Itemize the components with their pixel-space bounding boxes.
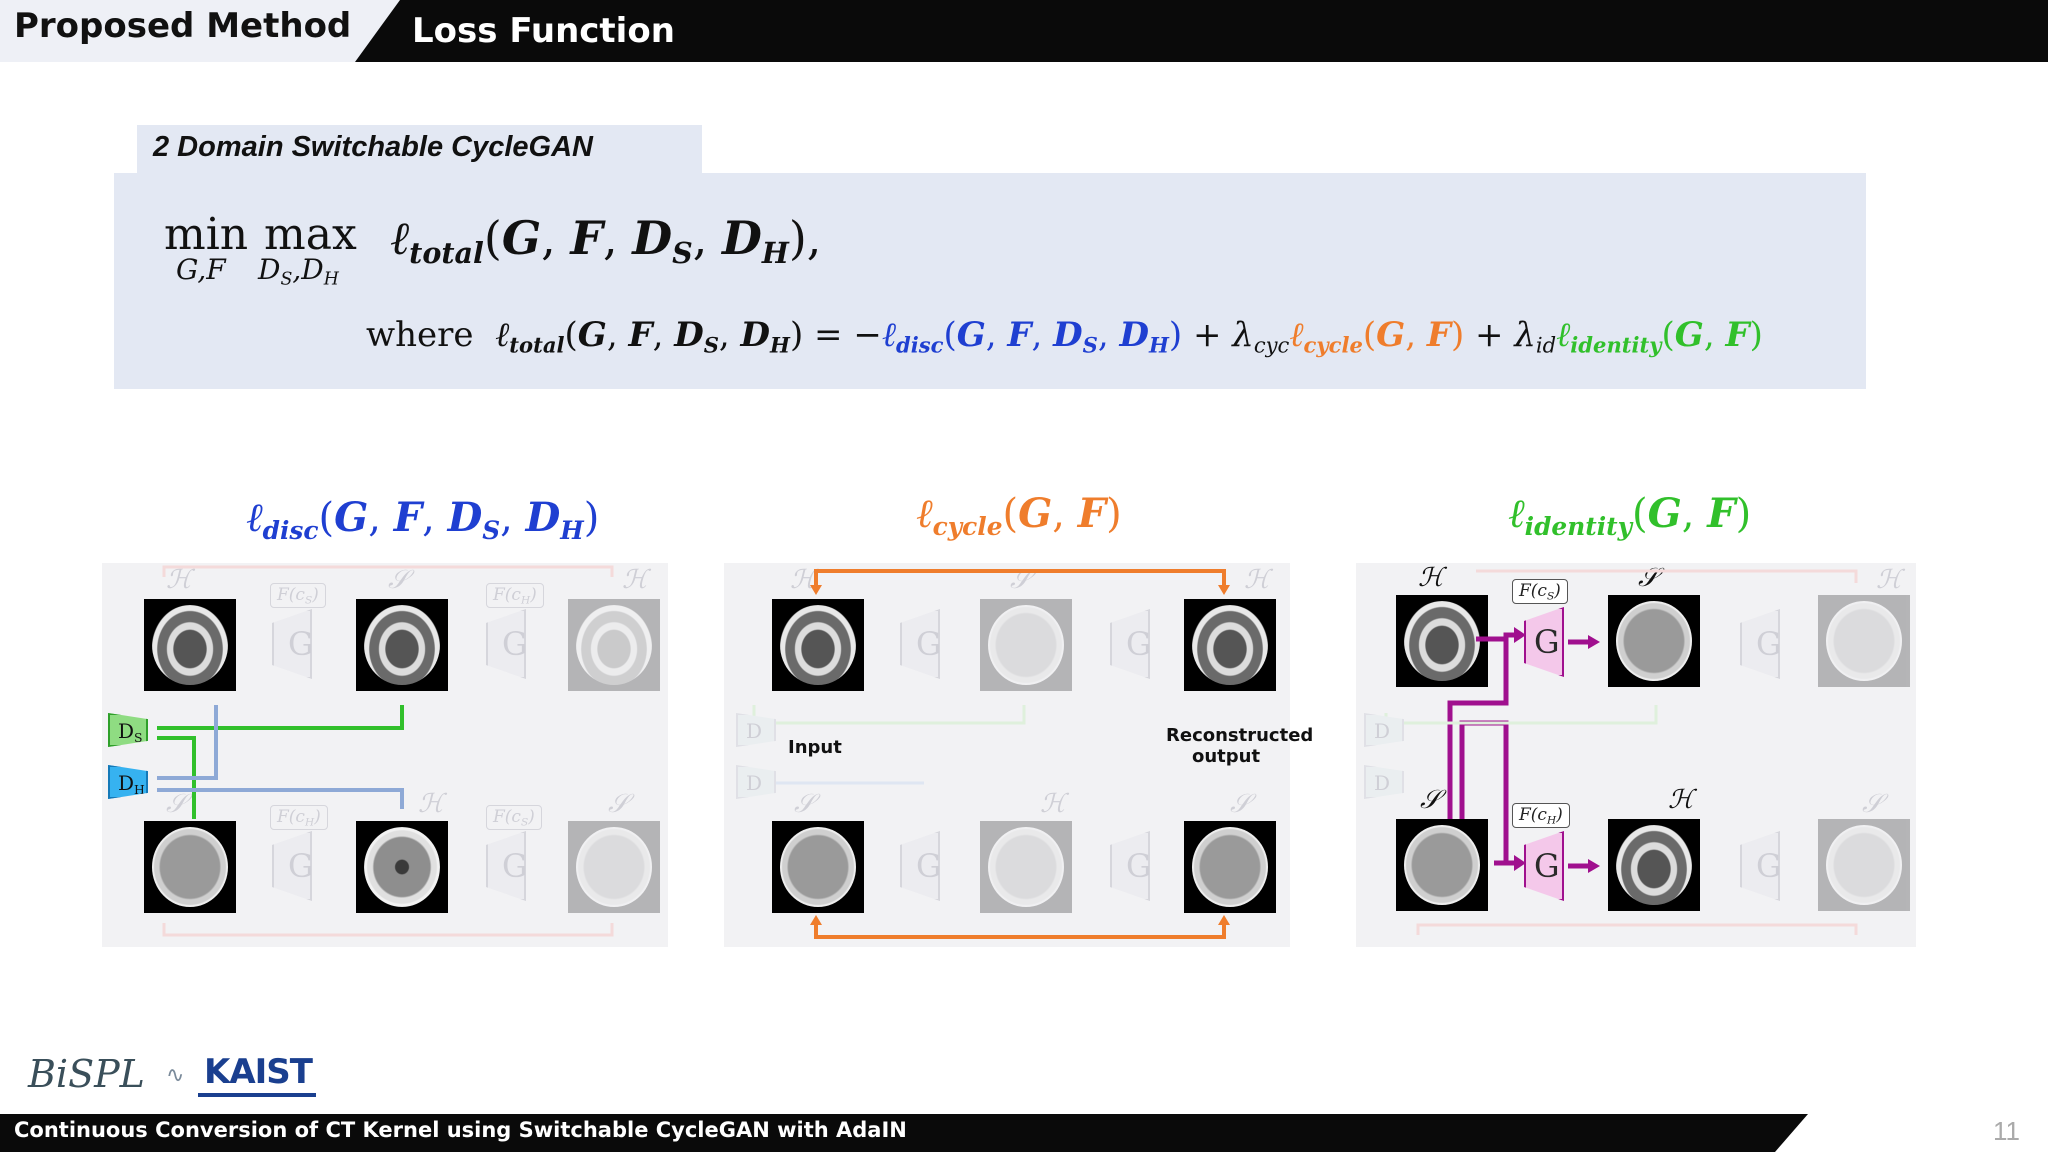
domain-h-label: ℋ — [1244, 565, 1270, 595]
total-loss-definition: where ℓtotal(G, F, DS, DH) = −ℓdisc(G, F… — [366, 315, 1763, 358]
generator-label: G — [288, 847, 314, 885]
domain-h-label: ℋ — [1668, 785, 1694, 815]
discriminator-h-ghost-icon: D — [736, 765, 776, 799]
domain-h-label: ℋ — [166, 565, 192, 595]
adain-code-box: F(cH) — [1512, 803, 1570, 829]
bispl-logo: BiSPL — [28, 1052, 145, 1096]
ct-image-brain-real — [356, 821, 448, 913]
generator-label: G — [916, 625, 942, 663]
input-label: Input — [788, 737, 842, 758]
disc-loss-diagram: ℋ 𝒮 ℋ 𝒮 ℋ 𝒮 G G G G F(cS) F(cH) F(cH) F(… — [102, 563, 668, 947]
ct-image-faded — [1818, 819, 1910, 911]
cycle-loss-title: ℓcycle(G, F) — [916, 490, 1122, 541]
max-subscript: DS,DH — [258, 253, 339, 290]
equation-tab: 2 Domain Switchable CycleGAN — [137, 125, 702, 175]
domain-h-label: ℋ — [1876, 565, 1902, 595]
min-subscript: G,F — [176, 253, 226, 286]
kaist-logo-underline — [198, 1093, 316, 1097]
generator-label: G — [1756, 625, 1782, 663]
slide-title: Loss Function — [412, 11, 675, 51]
wave-icon: ∿ — [166, 1062, 185, 1087]
generator-ghost-icon — [272, 609, 312, 679]
ct-image-sharp-output — [1608, 819, 1700, 911]
ct-image-faded — [980, 821, 1072, 913]
adain-code-box: F(cS) — [486, 805, 542, 831]
identity-wiring — [1384, 569, 1858, 935]
cycle-loss-diagram: ℋ 𝒮 ℋ 𝒮 ℋ 𝒮 G G G G D D Input Reconstruc… — [724, 563, 1314, 947]
adain-code-box: F(cS) — [270, 583, 326, 609]
discriminator-h-ghost-icon: D — [1364, 765, 1404, 799]
ct-image-input — [772, 599, 864, 691]
ct-image-soft-input — [1396, 819, 1488, 911]
ct-image-reconstructed — [1184, 821, 1276, 913]
equation-box: min G,F max DS,DH ℓtotal(G, F, DS, DH), … — [114, 173, 1866, 389]
equation-tab-label: 2 Domain Switchable CycleGAN — [153, 131, 593, 163]
generator-label: G — [916, 847, 942, 885]
reconstructed-output-label: Reconstructed output — [1166, 725, 1314, 767]
generator-label: G — [1534, 847, 1560, 885]
ct-image-sharp-input — [1396, 595, 1488, 687]
ct-image-soft-output — [1608, 595, 1700, 687]
where-word: where — [366, 315, 474, 355]
identity-loss-title: ℓidentity(G, F) — [1508, 490, 1752, 541]
section-tab: Proposed Method — [0, 0, 400, 62]
disc-wiring — [157, 565, 614, 937]
ct-image-sharp-input — [144, 599, 236, 691]
domain-s-label: 𝒮 — [1230, 789, 1251, 819]
generator-label: G — [1126, 847, 1152, 885]
ct-image-soft-input — [144, 821, 236, 913]
ct-image-input — [772, 821, 864, 913]
footer-title-band — [0, 1114, 1808, 1152]
ct-image-sharp-real — [356, 599, 448, 691]
kaist-logo: KAIST — [204, 1052, 313, 1092]
max-operator: max — [264, 209, 357, 260]
generator-label: G — [1126, 625, 1152, 663]
domain-h-label: ℋ — [790, 565, 816, 595]
domain-h-label: ℋ — [418, 789, 444, 819]
adain-code-box: F(cS) — [1512, 579, 1568, 605]
disc-loss-title: ℓdisc(G, F, DS, DH) — [246, 494, 600, 545]
domain-s-label: 𝒮 — [1862, 789, 1883, 819]
objective-expression: ℓtotal(G, F, DS, DH), — [390, 211, 822, 271]
domain-h-label: ℋ — [1040, 789, 1066, 819]
ct-image-faded — [568, 599, 660, 691]
domain-s-label: 𝒮 — [1420, 785, 1441, 815]
ct-image-reconstructed — [1184, 599, 1276, 691]
identity-loss-diagram: ℋ 𝒮 ℋ 𝒮 ℋ 𝒮 F(cS) F(cH) G G G G D D — [1356, 563, 1916, 947]
generator-label: G — [502, 847, 528, 885]
ct-image-faded — [980, 599, 1072, 691]
domain-h-label: ℋ — [1418, 563, 1444, 593]
domain-s-label: 𝒮 — [794, 789, 815, 819]
ct-image-faded — [568, 821, 660, 913]
generator-label: G — [1534, 623, 1560, 661]
domain-s-label: 𝒮 — [608, 789, 629, 819]
page-number: 11 — [1993, 1116, 2020, 1146]
generator-label: G — [1756, 847, 1782, 885]
adain-code-box: F(cH) — [270, 805, 328, 831]
domain-s-label: 𝒮 — [388, 565, 409, 595]
generator-label: G — [502, 625, 528, 663]
domain-h-label: ℋ — [622, 565, 648, 595]
min-operator: min — [164, 209, 249, 260]
section-label: Proposed Method — [14, 6, 352, 46]
generator-label: G — [288, 625, 314, 663]
domain-s-label: 𝒮 — [166, 789, 187, 819]
ct-image-faded — [1818, 595, 1910, 687]
adain-code-box: F(cH) — [486, 583, 544, 609]
footer-title: Continuous Conversion of CT Kernel using… — [14, 1118, 907, 1142]
